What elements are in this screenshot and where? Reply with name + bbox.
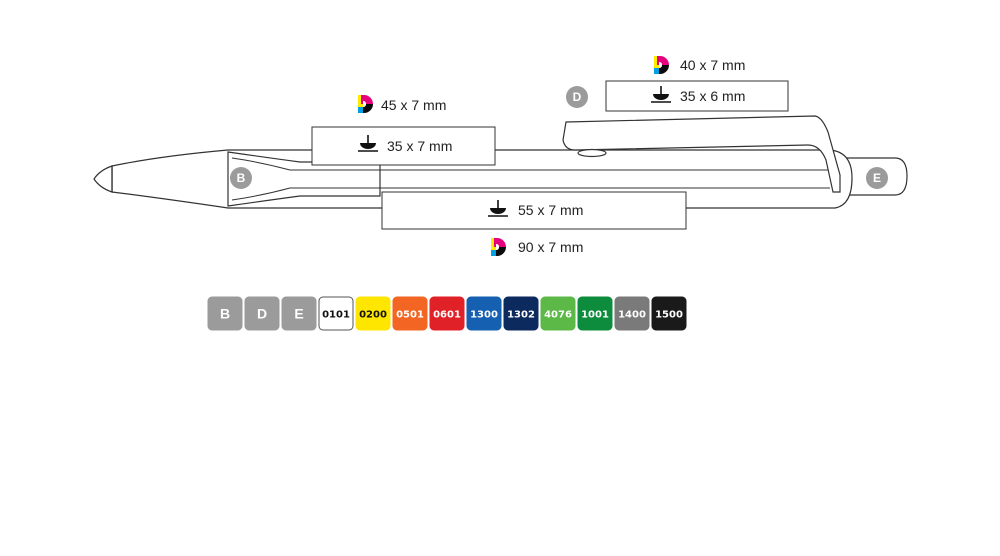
svg-text:B: B — [237, 171, 246, 185]
swatch-label: 1500 — [655, 310, 683, 321]
swatch-label: B — [220, 306, 230, 322]
pad-print-area-b: 35 x 7 mm — [311, 126, 496, 166]
zone-badge-d: D — [566, 86, 588, 108]
svg-text:E: E — [873, 171, 881, 185]
digital-print-label-b: 45 x 7 mm — [358, 95, 446, 113]
color-swatch-4076: 4076 — [540, 296, 576, 331]
zone-swatch-d: D — [244, 296, 280, 331]
color-swatch-0501: 0501 — [392, 296, 428, 331]
color-swatch-row: B D E 0101 0200 0501 0601 1300 1302 4076 1001 1400 1… — [207, 296, 687, 331]
svg-text:40 x 7 mm: 40 x 7 mm — [680, 57, 745, 73]
swatch-label: 1400 — [618, 310, 646, 321]
pad-print-area-d: 35 x 6 mm — [605, 80, 789, 112]
digital-print-label-barrel: 90 x 7 mm — [491, 238, 583, 256]
svg-text:55 x 7 mm: 55 x 7 mm — [518, 202, 583, 218]
swatch-label: 0200 — [359, 310, 387, 321]
swatch-label: 1302 — [507, 310, 535, 321]
swatch-label: 0501 — [396, 310, 424, 321]
svg-text:90 x 7 mm: 90 x 7 mm — [518, 239, 583, 255]
zone-badge-b: B — [230, 167, 252, 189]
color-swatch-1400: 1400 — [614, 296, 650, 331]
digital-print-icon — [358, 95, 373, 113]
swatch-label: 4076 — [544, 310, 572, 321]
color-swatch-1300: 1300 — [466, 296, 502, 331]
digital-print-icon — [491, 238, 506, 256]
swatch-label: D — [257, 306, 267, 322]
swatch-label: 1300 — [470, 310, 498, 321]
zone-swatch-e: E — [281, 296, 317, 331]
color-swatch-1500: 1500 — [651, 296, 687, 331]
swatch-label: 0101 — [322, 310, 350, 321]
pad-print-area-barrel: 55 x 7 mm — [381, 191, 687, 230]
svg-text:35 x 6 mm: 35 x 6 mm — [680, 88, 745, 104]
digital-print-icon — [654, 56, 669, 74]
digital-print-label-d: 40 x 7 mm — [654, 56, 745, 74]
zone-badge-e: E — [866, 167, 888, 189]
svg-text:D: D — [573, 90, 582, 104]
svg-text:35 x 7 mm: 35 x 7 mm — [387, 138, 452, 154]
color-swatch-1302: 1302 — [503, 296, 539, 331]
swatch-label: 0601 — [433, 310, 461, 321]
swatch-label: E — [294, 306, 303, 322]
color-swatch-0101: 0101 — [318, 296, 354, 331]
zone-swatch-b: B — [207, 296, 243, 331]
swatch-label: 1001 — [581, 310, 609, 321]
svg-text:45 x 7 mm: 45 x 7 mm — [381, 97, 446, 113]
color-swatch-0200: 0200 — [355, 296, 391, 331]
color-swatch-1001: 1001 — [577, 296, 613, 331]
color-swatch-0601: 0601 — [429, 296, 465, 331]
